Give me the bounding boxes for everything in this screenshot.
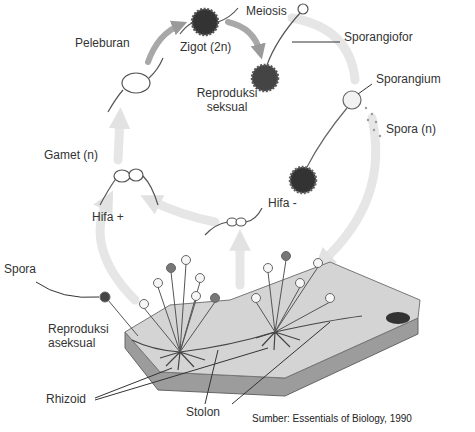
sporangium	[296, 279, 305, 288]
sporangiophore	[108, 300, 138, 336]
mold-spot	[386, 312, 410, 324]
hypha	[100, 180, 115, 205]
stolon	[180, 332, 275, 352]
part-label: Peleburan	[75, 36, 155, 50]
hypha	[108, 90, 123, 112]
hypha	[149, 58, 163, 78]
sporangium	[298, 4, 308, 14]
hypha	[246, 208, 262, 222]
cycle-arrow	[236, 240, 245, 285]
sporangium	[252, 294, 261, 303]
sporangium-stage	[290, 91, 361, 193]
spore	[375, 121, 377, 123]
hypha	[205, 222, 228, 235]
part-label: Zigot (2n)	[180, 40, 260, 54]
part-label: Rhizoid	[46, 392, 116, 406]
source-caption: Sumber: Essentials of Biology, 1990	[252, 413, 412, 424]
cycle-arrow	[118, 118, 120, 160]
bread-slab	[125, 262, 420, 396]
sporangia	[100, 252, 335, 309]
part-label: Sporangiofor	[344, 30, 434, 44]
sporangiophore	[267, 13, 300, 65]
part-label: Gamet (n)	[44, 148, 124, 162]
sporangium	[167, 264, 176, 273]
sporangium	[192, 292, 201, 301]
sporangiophore	[256, 260, 330, 332]
slab-top	[125, 262, 420, 378]
hypha	[180, 23, 192, 34]
sporangiophore	[307, 108, 347, 167]
sporangiophore	[144, 264, 215, 352]
stolon	[275, 316, 362, 332]
zygospore	[192, 9, 218, 35]
sporangium	[182, 256, 191, 265]
rhizoid	[160, 352, 205, 370]
spore	[365, 107, 367, 109]
fusion-hyphae	[108, 58, 163, 112]
sporangiophores	[108, 260, 330, 352]
part-label: Hifa -	[268, 196, 328, 210]
rhizoid	[256, 332, 300, 350]
leader-line	[292, 42, 340, 43]
sporangium	[140, 300, 149, 309]
gametangium	[114, 170, 130, 182]
leader-line	[36, 282, 99, 297]
sporangium	[100, 292, 110, 302]
part-label: Spora	[4, 262, 64, 276]
leader-line	[358, 84, 372, 94]
stage-arrow	[228, 22, 260, 52]
spores	[365, 107, 381, 137]
sporangium	[154, 279, 163, 288]
spore	[373, 129, 375, 131]
sporangium	[326, 294, 335, 303]
cycle-arrow	[150, 200, 215, 222]
part-label: Spora (n)	[386, 122, 466, 136]
gametangium	[129, 169, 143, 181]
leader-lines	[36, 42, 372, 404]
fused-gametangia	[122, 73, 150, 93]
sporangium	[196, 274, 205, 283]
leader-line	[205, 322, 330, 404]
gamete-hyphae	[100, 169, 158, 205]
part-label: Meiosis	[246, 4, 306, 18]
stage-arrow	[148, 25, 180, 62]
mating-hyphae	[205, 208, 262, 235]
part-label: Hifa +	[92, 210, 152, 224]
spore	[367, 119, 369, 121]
zygospore	[290, 167, 316, 193]
spore	[379, 135, 381, 137]
cycle-arrow	[322, 118, 376, 262]
sporangium	[314, 259, 323, 268]
sporangium	[211, 294, 220, 303]
spore	[371, 113, 373, 115]
part-label: Sporangium	[376, 72, 466, 86]
sporangium	[264, 264, 273, 273]
leader-line	[95, 348, 268, 400]
part-label: Stolon	[186, 405, 246, 419]
part-label: Reproduksi aseksual	[48, 322, 120, 350]
zygote	[180, 8, 238, 35]
stolon	[132, 340, 180, 352]
hypha	[218, 8, 238, 22]
hypha	[143, 176, 158, 205]
cycle-arrows	[100, 18, 376, 300]
sporangium	[282, 252, 291, 261]
cycle-arrow	[292, 18, 355, 80]
hypha-tip	[236, 218, 246, 226]
part-label: Reproduksi seksual	[192, 86, 262, 114]
